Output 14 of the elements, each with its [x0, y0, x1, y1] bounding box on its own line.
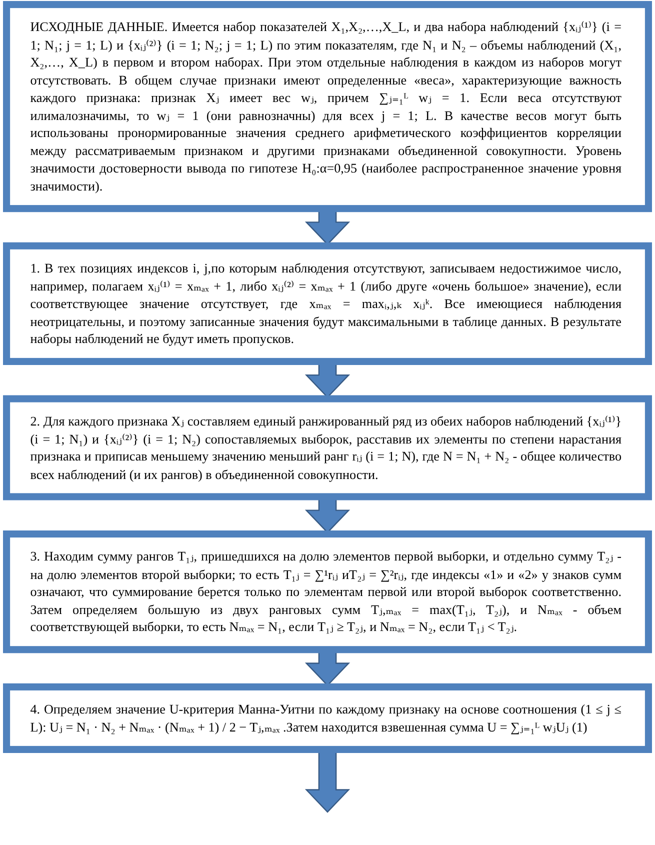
step-text: ИСХОДНЫЕ ДАННЫЕ. Имеется набор показателей X₁,X₂,…,X_L, и два набора наблюдений {xᵢⱼ⁽¹⁾} (i = 1; N₁; j = 1; L) и {xᵢⱼ⁽²⁾} (i = 1; N₂; j = 1; L) по этим показателям, где N₁ и N₂ – объемы наблюдений (X₁, X₂,…, X_L) в первом и втором наборах. При этом отдельные наблюдения в каждом из наборов могут отсутствовать. В общем случае признаки имеют определенные «веса», характеризующие важность каждого признака: признак Xⱼ имеет вес wⱼ, причем ∑ⱼ₌₁ᴸ wⱼ = 1. Если веса отсутствуют илималозначимы, то wⱼ = 1 (они равнозначны) для всех j = 1; L. В качестве весов могут быть использованы пронормированные значения среднего арифметического коэффициентов корреляции между рассматриваемым признаком и другими признаками объединенной совокупности. Уровень значимости достоверности вывода по гипотезе H₀:α=0,95 (наиболее распространенное значение уровня значимости).	[30, 18, 622, 195]
block-arrow	[304, 498, 350, 534]
process-box	[3, 683, 652, 753]
process-box	[3, 530, 652, 654]
step-text: 2. Для каждого признака Xⱼ составляем единый ранжированный ряд из обеих наборов наблюдений {xᵢⱼ⁽¹⁾} (i = 1; N₁) и {xᵢⱼ⁽²⁾} (i = 1; N₂) сопоставляемых выборок, расставив их элементы по степени нарастания признака и приписав меньшему значению меньший ранг rᵢⱼ (i = 1; N), где N = N₁ + N₂ - общее количество всех наблюдений (и их рангов) в объединенной совокупности.	[30, 412, 622, 484]
block-arrow	[304, 209, 350, 246]
process-box	[3, 395, 652, 500]
step-text: 1. В тех позициях индексов i, j,по которым наблюдения отсутствуют, записываем недостижимое число, например, полагаем xᵢⱼ⁽¹⁾ = xₘₐₓ + 1, либо xᵢⱼ⁽²⁾ = xₘₐₓ + 1 (либо друге «очень большое» значение), если соответствующее значение отсутствует, где xₘₐₓ = maxᵢ,ⱼ,ₖ xᵢⱼᵏ. Все имеющиеся наблюдения неотрицательны, и поэтому записанные значения будут максимальными в таблице данных. В результате наборы наблюдений не будут иметь пропусков.	[30, 259, 622, 348]
step-text: 3. Находим сумму рангов T₁ⱼ, пришедшихся на долю элементов первой выборки, и отдельно сумму T₂ⱼ - на долю элементов второй выборки; то есть T₁ⱼ = ∑¹rᵢⱼ иT₂ⱼ = ∑²rᵢⱼ, где индексы «1» и «2» у знаков сумм означают, что суммирование берется только по элементам первой или второй выборок соответственно. Затем определяем большую из двух ранговых сумм Tⱼ,ₘₐₓ = max(T₁ⱼ, T₂ⱼ), и Nₘₐₓ - объем соответствующей выборки, то есть Nₘₐₓ = N₁, если T₁ⱼ ≥ T₂ⱼ, и Nₘₐₓ = N₂, если T₁ⱼ < T₂ⱼ.	[30, 548, 622, 636]
step-text: 4. Определяем значение U-критерия Манна-Уитни по каждому признаку на основе соотношения (1 ≤ j ≤ L): Uⱼ = N₁ · N₂ + Nₘₐₓ · (Nₘₐₓ + 1) / 2 − Tⱼ,ₘₐₓ .Затем находится взвешенная сумма U = ∑ⱼ₌₁ᴸ wⱼUⱼ (1)	[30, 700, 622, 736]
process-box	[3, 242, 652, 365]
block-arrow	[304, 750, 350, 813]
block-arrow	[304, 650, 350, 686]
process-box	[3, 1, 652, 212]
